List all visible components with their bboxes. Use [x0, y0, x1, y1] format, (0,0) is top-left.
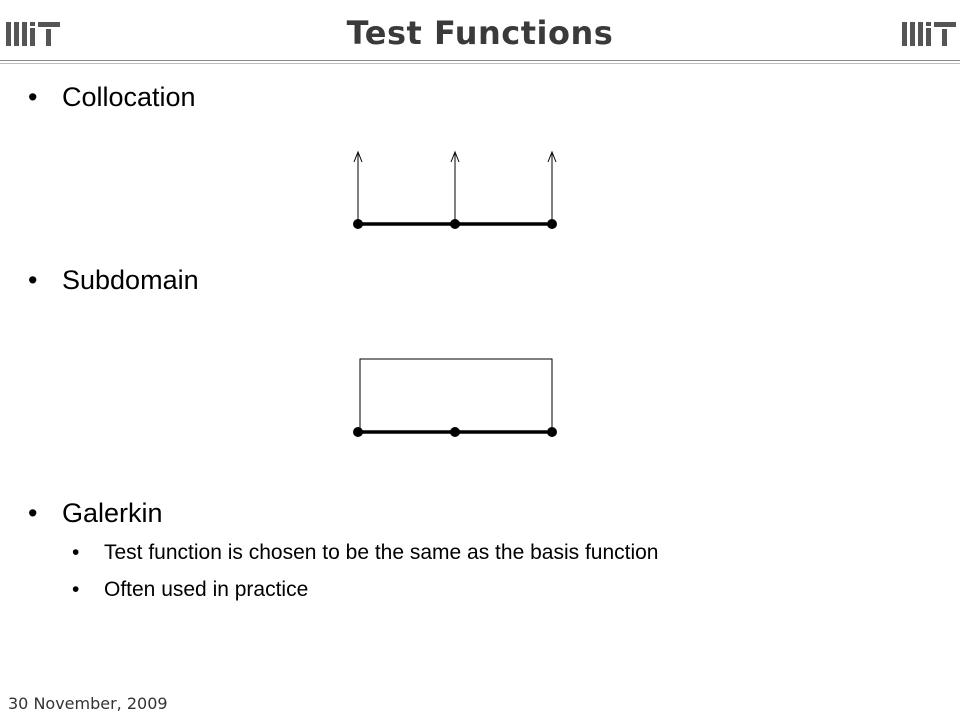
- bullet-marker: •: [28, 498, 38, 528]
- bullet-galerkin: • Galerkin: [28, 498, 163, 529]
- subbullet-same-as-basis: • Test function is chosen to be the same …: [72, 541, 659, 565]
- footer-date: 30 November, 2009: [8, 694, 168, 713]
- title-divider: [0, 60, 960, 61]
- mit-logo: [6, 22, 60, 46]
- arrow-head: [353, 150, 363, 163]
- bullet-label: Collocation: [62, 82, 196, 112]
- node-dot: [547, 219, 557, 229]
- bullet-label: Galerkin: [62, 498, 163, 528]
- subbullet-often-used: • Often used in practice: [72, 578, 308, 602]
- node-dot: [353, 219, 363, 229]
- subdomain-diagram: [353, 358, 557, 437]
- bullet-subdomain: • Subdomain: [28, 265, 199, 296]
- arrow-head: [450, 150, 460, 163]
- bullet-collocation: • Collocation: [28, 82, 196, 113]
- subbullet-text: Often used in practice: [104, 578, 309, 601]
- node-dot: [547, 427, 557, 437]
- bullet-marker: •: [28, 82, 38, 112]
- subbullet-text: Test function is chosen to be the same a…: [104, 541, 659, 564]
- collocation-diagram: [353, 150, 557, 229]
- node-dot: [450, 219, 460, 229]
- node-dot: [353, 427, 363, 437]
- bullet-marker: •: [28, 265, 38, 295]
- node-dot: [450, 427, 460, 437]
- bullet-marker: •: [72, 578, 80, 601]
- bullet-marker: •: [72, 541, 80, 564]
- title-divider-secondary: [0, 63, 960, 64]
- arrow-head: [547, 150, 557, 163]
- page-title: Test Functions: [346, 14, 614, 52]
- subdomain-box: [359, 358, 553, 433]
- bullet-label: Subdomain: [62, 265, 199, 295]
- mit-logo: [902, 22, 956, 46]
